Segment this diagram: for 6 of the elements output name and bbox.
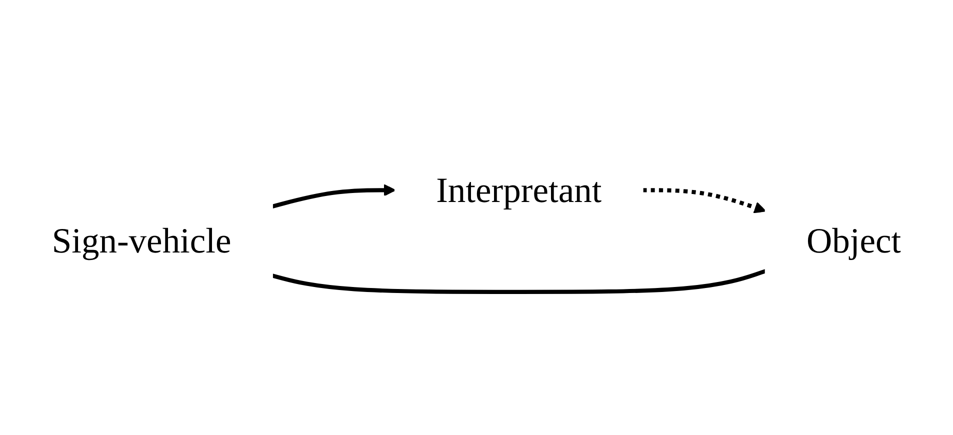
arrow (642, 188, 766, 214)
node-text: Interpretant (436, 170, 602, 210)
arrow (272, 184, 396, 208)
node-text: Sign-vehicle (52, 221, 232, 261)
connector (272, 269, 766, 294)
node-text: Object (806, 221, 902, 261)
